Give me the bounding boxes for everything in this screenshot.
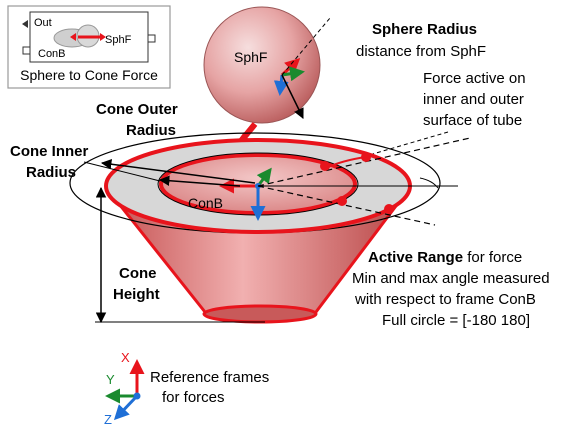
outer-radius-arrow: [100, 159, 256, 184]
active-range-title: Active Range for force: [368, 249, 522, 266]
sphere-radius-leader: [281, 17, 331, 76]
sphere: [203, 6, 321, 124]
cone-height-line-2: Height: [113, 286, 160, 303]
tube-note-line-2: inner and outer: [423, 91, 524, 108]
cone-outer-radius-line-1: Cone Outer: [96, 101, 178, 118]
active-range-min-line: [257, 185, 436, 226]
active-range-line-3: Full circle = [-180 180]: [382, 312, 530, 329]
sphf-z-axis: [273, 74, 289, 96]
tube-note-line-1: Force active on: [423, 70, 526, 87]
sphere-radius-title: Sphere Radius: [372, 21, 477, 38]
cone-outer-radius-line-2: Radius: [126, 122, 176, 139]
conb-port-icon: [22, 46, 31, 55]
range-arc-indicator: [419, 177, 439, 189]
sphf-port-icon: [147, 34, 156, 43]
block-caption: Sphere to Cone Force: [20, 67, 158, 83]
out-port-arrow-icon: [22, 20, 28, 28]
inner-radius-arrow: [158, 175, 241, 187]
legend-y-label: Y: [106, 372, 115, 387]
inner-radius-leader: [83, 161, 161, 182]
port-out-label: Out: [34, 17, 52, 29]
sphere-group: SphF: [203, 6, 331, 160]
reference-frame-legend: X Y Z Reference frames for forces: [104, 350, 269, 427]
cone-inner-radius-line-1: Cone Inner: [10, 143, 89, 160]
sphf-y-axis: [281, 66, 305, 82]
range-point-inner-min: [337, 196, 347, 206]
legend-z-label: Z: [104, 412, 112, 427]
sphere-radius-desc: distance from SphF: [356, 43, 486, 60]
range-point-outer-min: [384, 204, 394, 214]
range-point-inner-max: [320, 161, 330, 171]
legend-z-axis: [113, 394, 139, 421]
legend-origin: [133, 392, 141, 400]
mini-force-arrowhead-left-icon: [70, 33, 76, 41]
active-range-title-bold: Active Range: [368, 249, 463, 266]
port-conb-label: ConB: [38, 48, 66, 60]
sphere-frame-label: SphF: [234, 49, 267, 65]
active-range-line-1: Min and max angle measured: [352, 270, 550, 287]
sphere-to-cone-force-block[interactable]: Out ConB SphF Sphere to Cone Force: [7, 5, 171, 89]
cone-group: ConB: [69, 132, 471, 324]
range-point-outer-max: [361, 152, 371, 162]
cone-bottom-rim: [202, 304, 318, 324]
legend-text-line-2: for forces: [162, 389, 225, 406]
port-sphf-label: SphF: [105, 34, 132, 46]
conb-frame-label: ConB: [188, 195, 223, 211]
sphere-radius-arrow: [281, 74, 304, 119]
tube-note-leader: [351, 131, 449, 161]
tube-note-line-3: surface of tube: [423, 112, 522, 129]
cone-inner-radius-line-2: Radius: [26, 164, 76, 181]
active-range-max-line: [257, 137, 471, 187]
cone-height-line-1: Cone: [119, 265, 157, 282]
active-range-line-2: with respect to frame ConB: [354, 291, 536, 308]
conb-y-axis: [256, 167, 272, 187]
active-range-title-suffix: for force: [463, 249, 522, 266]
legend-x-label: X: [121, 350, 130, 365]
mini-force-arrowhead-icon: [100, 33, 106, 41]
legend-text-line-1: Reference frames: [150, 369, 269, 386]
